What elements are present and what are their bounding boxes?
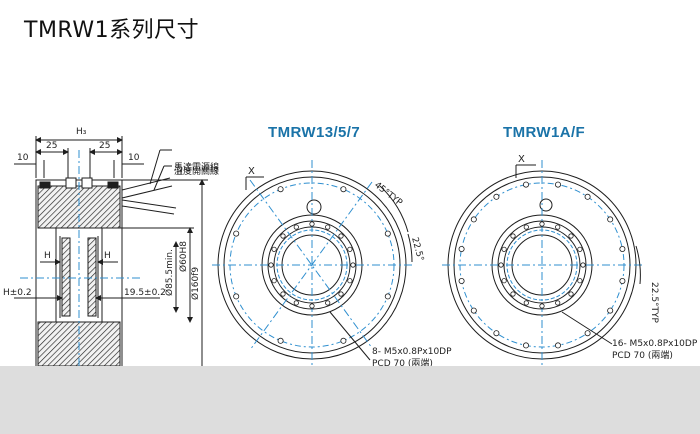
cable-motor-label: 馬達電源線 [174,161,219,173]
front-view-right [442,160,642,370]
outer-bolt-hole [619,277,626,284]
inner-bolt-hole [523,224,529,230]
inner-bolt-hole [309,303,315,309]
outer-bolt-hole [523,181,530,188]
outer-bolt-hole [458,277,465,284]
inner-bolt-hole [338,233,344,239]
outer-bolt-hole [555,342,562,349]
outer-bolt-hole [470,216,477,223]
inner-bolt-hole [555,224,561,230]
inner-bolt-hole [293,224,299,230]
side-view [14,136,208,380]
inner-bolt-hole [347,246,353,252]
dim-h3: H₃ [76,127,87,137]
inner-bolt-hole [568,233,574,239]
inner-bolt-hole [498,262,504,268]
inner-bolt-hole [271,278,277,284]
inner-bolt-hole [325,224,331,230]
inner-bolt-hole [280,233,286,239]
inner-bolt-hole [501,246,507,252]
inner-bolt-hole [555,300,561,306]
outer-bolt-hole [384,293,391,300]
dim-10-left: 10 [17,153,29,163]
outer-bolt-hole [584,330,591,337]
bottom-band [0,366,700,434]
outer-bolt-hole [340,186,347,193]
outer-bolt-hole [470,307,477,314]
dim-10-right: 10 [128,153,140,163]
label-h-left: H [44,251,51,261]
thread-spec-right-1: 16- M5x0.8Px10DP [612,339,698,349]
angle-22-label-right: 22.5°TYP [649,282,659,324]
dim-h-tolerance: H±0.2 [3,288,32,298]
front-view-left [212,160,413,370]
outer-bolt-hole [523,342,530,349]
outer-bolt-hole [607,216,614,223]
cable-temp-label: 溫度開關線 [174,165,219,177]
outer-bolt-hole [607,307,614,314]
inner-bolt-hole [577,246,583,252]
inner-bolt-hole [577,278,583,284]
inner-bolt-hole [568,291,574,297]
angle-45-label: 45°TYP [372,180,404,208]
outer-bolt-hole [277,186,284,193]
inner-bolt-hole [501,278,507,284]
inner-bolt-hole [539,221,545,227]
outer-bolt-hole [384,230,391,237]
view-title-tmrw13: TMRW13/5/7 [268,124,361,141]
inner-bolt-hole [510,291,516,297]
inner-bolt-hole [350,262,356,268]
outer-bolt-hole [584,193,591,200]
inner-bolt-hole [271,246,277,252]
inner-bolt-hole [325,300,331,306]
inner-bolt-hole [580,262,586,268]
outer-bolt-hole [233,230,240,237]
thread-spec-right-2: PCD 70 (兩端) [612,349,673,361]
inner-bolt-hole [268,262,274,268]
outer-bolt-hole [458,245,465,252]
inner-bolt-hole [539,303,545,309]
outer-bolt-hole [493,330,500,337]
thread-spec-left-1: 8- M5x0.8Px10DP [372,347,452,357]
front-right-holes [458,181,626,349]
inner-bolt-hole [510,233,516,239]
outer-bolt-hole [277,337,284,344]
inner-bolt-hole [523,300,529,306]
inner-bolt-hole [338,291,344,297]
dia-160-label: Ø160f9 [190,267,201,300]
dim-19-5: 19.5±0.2 [124,288,166,298]
view-title-tmrw1a: TMRW1A/F [503,124,586,141]
label-h-right: H [104,251,111,261]
dia-85-label: Ø85.5min. [164,249,175,296]
front-left-holes [233,186,391,344]
inner-bolt-hole [293,300,299,306]
x-label-left: X [248,166,255,177]
x-label-right: X [518,154,525,165]
inner-bolt-hole [309,221,315,227]
dia-60-label: Ø60H8 [178,241,189,272]
outer-bolt-hole [555,181,562,188]
outer-bolt-hole [619,245,626,252]
inner-bolt-hole [280,291,286,297]
outer-bolt-hole [493,193,500,200]
inner-bolt-hole [347,278,353,284]
dim-25-left: 25 [46,141,57,151]
outer-bolt-hole [233,293,240,300]
outer-bolt-hole [340,337,347,344]
page-title: TMRW1系列尺寸 [24,18,200,43]
dim-25-right: 25 [99,141,110,151]
